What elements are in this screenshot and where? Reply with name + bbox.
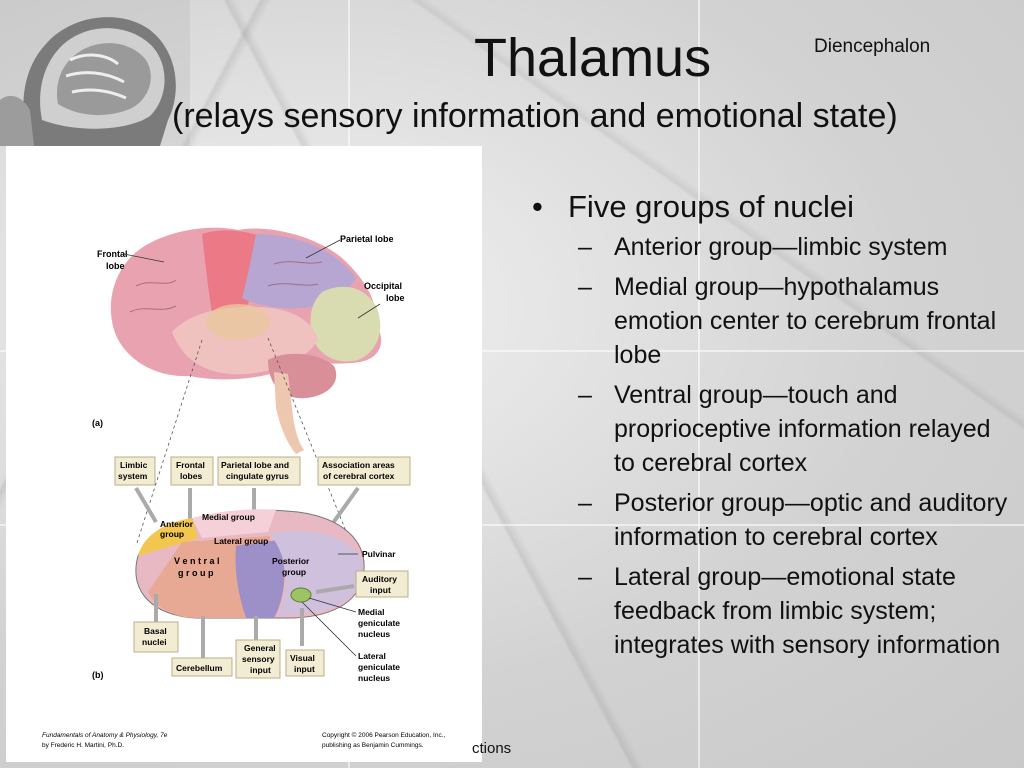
section-label: Diencephalon [814,36,931,57]
geniculate-nucleus-shape [290,587,312,603]
credit-publisher: publishing as Benjamin Cummings. [322,742,424,749]
svg-text:group: group [282,567,306,577]
svg-text:system: system [118,471,148,481]
sub-bullet: –Posterior group—optic and auditory info… [578,486,1012,554]
svg-text:geniculate: geniculate [358,662,400,672]
svg-text:cingulate gyrus: cingulate gyrus [226,471,289,481]
brain-thalamus-illustration: Frontal lobe Parietal lobe Occipital lob… [42,227,446,749]
svg-text:group: group [160,529,184,539]
label-ventral-group: V e n t r a l [174,556,220,566]
svg-text:geniculate: geniculate [358,618,400,628]
box-general-sensory: General [244,643,276,653]
svg-text:input: input [294,664,315,674]
tile-seam [0,350,1024,352]
medial-group-shape [192,509,276,538]
credit-book: Fundamentals of Anatomy & Physiology, 7e [42,732,168,739]
lateral-segment-shape [235,540,285,618]
sub-bullet: –Medial group—hypothalamus emotion cente… [578,270,1012,372]
svg-text:input: input [370,585,391,595]
box-limbic: Limbic [120,460,148,470]
slide-title: Thalamus [474,28,712,88]
main-bullet: • Five groups of nuclei [532,188,1012,226]
label-posterior-group: Posterior [272,556,310,566]
sub-bullet-text: Anterior group—limbic system [614,233,948,261]
label-occipital-lobe: lobe [386,293,405,303]
box-parietal: Parietal lobe and [221,460,289,470]
svg-text:lobes: lobes [180,471,202,481]
svg-text:g r o u p: g r o u p [178,568,214,578]
main-bullet-text: Five groups of nuclei [568,189,855,224]
bullet-dot: • [532,189,543,224]
footer-fragment: ctions [472,740,512,757]
thalamus-figure: Frontal lobe Parietal lobe Occipital lob… [6,146,482,762]
svg-text:of cerebral cortex: of cerebral cortex [323,471,395,481]
slide-subtitle: (relays sensory information and emotiona… [172,97,898,135]
label-occipital: Occipital [364,281,402,291]
occipital-lobe-shape [310,286,381,362]
sub-bullet-text: Ventral group—touch and proprioceptive i… [614,381,991,477]
label-medial-geniculate: Medial [358,607,384,617]
label-pulvinar: Pulvinar [362,549,396,559]
box-auditory-input: Auditory [362,574,397,584]
svg-text:nuclei: nuclei [142,637,167,647]
brain-mri-thumbnail [0,0,190,146]
svg-text:nucleus: nucleus [358,629,390,639]
bullet-list: • Five groups of nuclei –Anterior group—… [532,188,1012,668]
label-medial-group: Medial group [202,512,255,522]
label-lateral-geniculate: Lateral [358,651,386,661]
label-parietal: Parietal lobe [340,234,394,244]
panel-a-label: (a) [92,418,103,428]
label-anterior-group: Anterior [160,519,194,529]
box-association: Association areas [322,460,395,470]
svg-text:nucleus: nucleus [358,673,390,683]
label-frontal: Frontal [97,249,128,259]
credit-copyright: Copyright © 2006 Pearson Education, Inc.… [322,731,446,739]
tile-seam [698,0,700,768]
sub-bullet-text: Posterior group—optic and auditory infor… [614,489,1008,551]
panel-b-label: (b) [92,670,104,680]
tile-seam [0,524,1024,526]
thalamus-highlight [206,304,270,340]
brainstem-shape [274,372,304,454]
sub-bullet-text: Lateral group—emotional state feedback f… [614,563,1001,659]
svg-text:input: input [250,665,271,675]
sub-bullet-text: Medial group—hypothalamus emotion center… [614,273,997,369]
box-visual-input: Visual [290,653,315,663]
anterior-group-shape [138,518,198,556]
sub-bullet: –Lateral group—emotional state feedback … [578,560,1012,662]
label-frontal-lobe: lobe [106,261,125,271]
sub-bullet: –Ventral group—touch and proprioceptive … [578,378,1012,480]
box-basal-nuclei: Basal [144,626,167,636]
svg-text:sensory: sensory [242,654,275,664]
box-cerebellum: Cerebellum [176,663,223,673]
credit-author: by Frederic H. Martini, Ph.D. [42,742,124,749]
top-input-boxes: Limbic system Frontal lobes Parietal lob… [114,456,411,486]
sub-bullet: –Anterior group—limbic system [578,230,1012,264]
box-frontal: Frontal [176,460,205,470]
label-lateral-group: Lateral group [214,536,268,546]
